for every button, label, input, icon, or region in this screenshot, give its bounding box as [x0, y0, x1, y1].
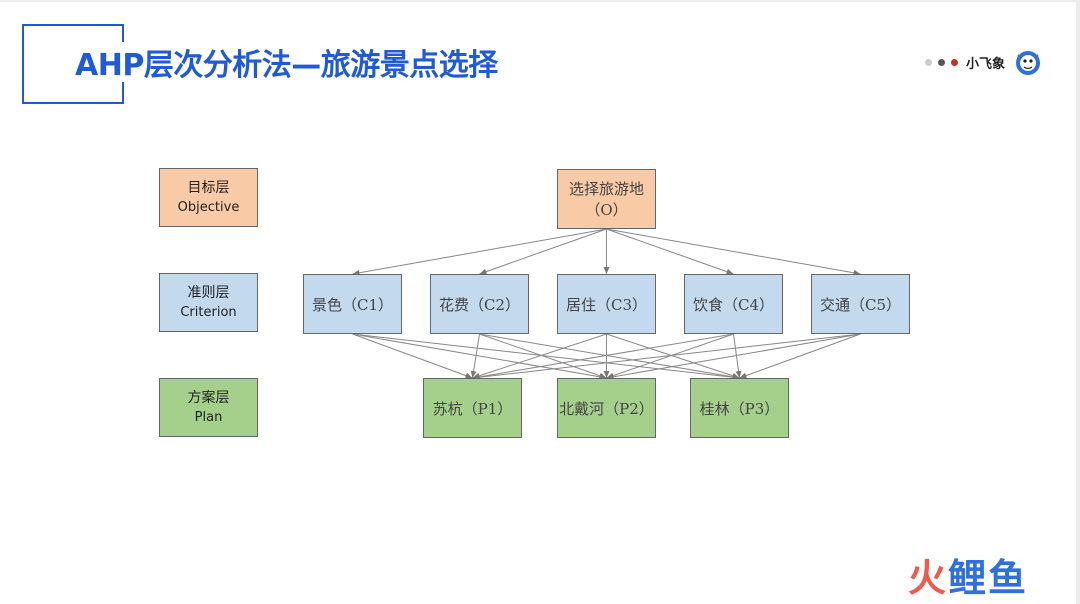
watermark-part1: 火 [908, 556, 949, 600]
plan-label: 苏杭（P1） [432, 399, 513, 418]
plan-label: 桂林（P3） [699, 399, 780, 418]
elephant-mascot-icon [1016, 51, 1041, 75]
brand: 小飞象 [925, 47, 1043, 77]
layer-en: Plan [194, 409, 223, 425]
brand-name: 小飞象 [966, 56, 1006, 72]
brand-dot [938, 58, 945, 66]
goal-label: 选择旅游地 [568, 180, 644, 198]
page-title: AHP层次分析法—旅游景点选择 [75, 48, 498, 83]
criterion-node: 饮食（C4） [684, 274, 783, 334]
criterion-node: 景色（C1） [303, 274, 402, 334]
criterion-node: 居住（C3） [557, 274, 656, 334]
layer-plan: 方案层 Plan [159, 378, 258, 437]
plan-node: 苏杭（P1） [423, 378, 522, 438]
watermark-part2: 鲤鱼 [948, 556, 1029, 600]
plan-node: 北戴河（P2） [557, 378, 656, 438]
layer-zh: 方案层 [187, 389, 230, 406]
criterion-label: 居住（C3） [565, 295, 648, 314]
watermark-logo: 火鲤鱼 [908, 556, 1028, 600]
criterion-label: 景色（C1） [311, 295, 394, 314]
layer-en: Objective [177, 199, 240, 215]
goal-node: 选择旅游地 （O） [557, 169, 656, 229]
layer-zh: 目标层 [187, 179, 230, 196]
brand-dot [951, 58, 958, 66]
criterion-node: 花费（C2） [430, 274, 529, 334]
layer-zh: 准则层 [187, 284, 230, 301]
layer-objective: 目标层 Objective [159, 168, 258, 227]
goal-code: （O） [585, 201, 628, 219]
plan-node: 桂林（P3） [690, 378, 789, 438]
layer-criterion: 准则层 Criterion [159, 273, 258, 332]
criterion-label: 交通（C5） [819, 295, 902, 314]
criterion-label: 饮食（C4） [692, 295, 775, 314]
criterion-node: 交通（C5） [811, 274, 910, 334]
plan-label: 北戴河（P2） [559, 399, 654, 418]
brand-dot [925, 58, 932, 66]
layer-en: Criterion [180, 304, 237, 320]
criterion-label: 花费（C2） [438, 295, 521, 314]
